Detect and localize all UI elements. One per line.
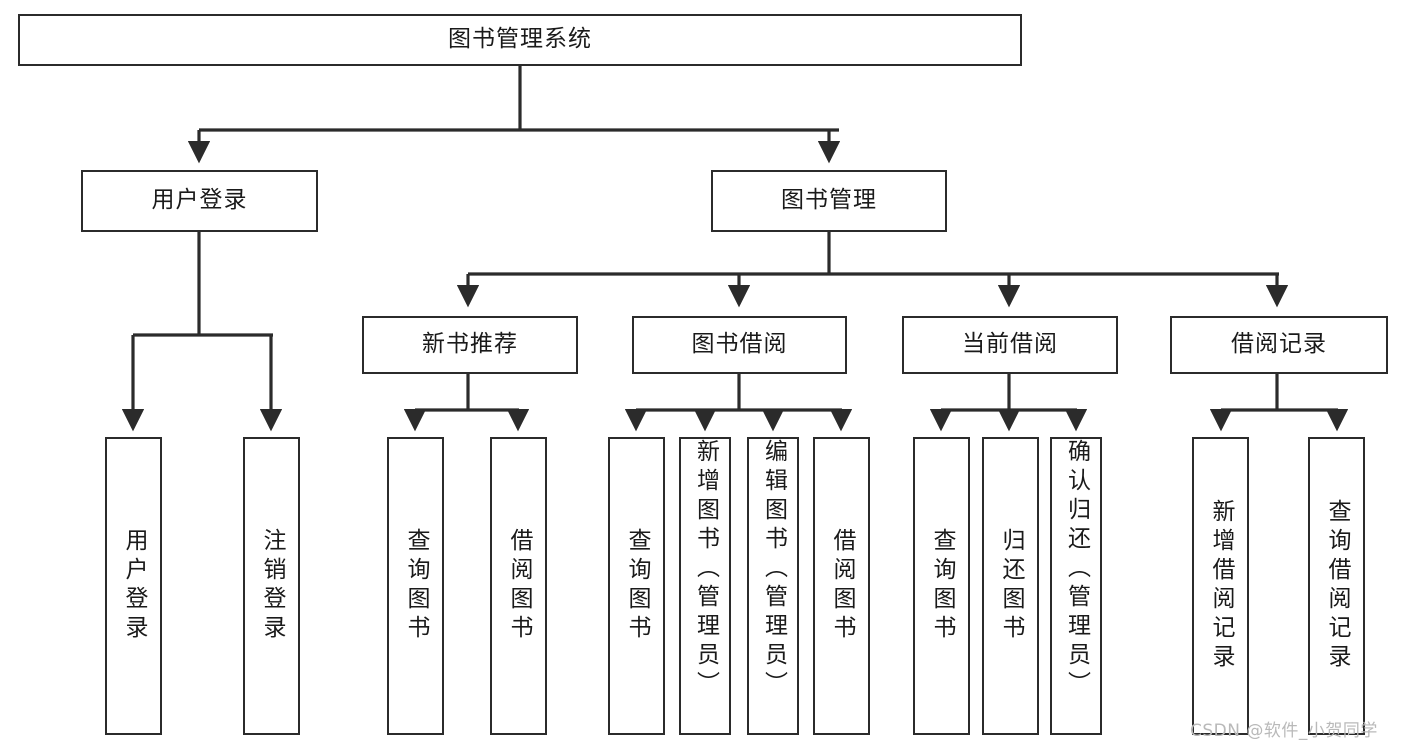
node-leaf-add-book-admin[interactable]: 新增图书（管理员） bbox=[679, 437, 731, 735]
node-root[interactable]: 图书管理系统 bbox=[18, 14, 1022, 66]
node-leaf-add-borrow-record[interactable]: 新增借阅记录 bbox=[1192, 437, 1249, 735]
node-leaf-borrow-book-label: 借阅图书 bbox=[829, 528, 855, 644]
node-borrow-record[interactable]: 借阅记录 bbox=[1170, 316, 1388, 374]
node-leaf-user-login[interactable]: 用户登录 bbox=[105, 437, 162, 735]
csdn-watermark: CSDN @软件_小贺同学 bbox=[1190, 721, 1378, 741]
node-leaf-query-borrow-record[interactable]: 查询借阅记录 bbox=[1308, 437, 1365, 735]
node-leaf-logout[interactable]: 注销登录 bbox=[243, 437, 300, 735]
node-leaf-confirm-return-admin[interactable]: 确认归还（管理员） bbox=[1050, 437, 1102, 735]
node-book-borrow-label: 图书借阅 bbox=[691, 331, 788, 358]
node-user-login-label: 用户登录 bbox=[151, 187, 248, 214]
node-borrow-record-label: 借阅记录 bbox=[1231, 331, 1327, 358]
node-current-borrow[interactable]: 当前借阅 bbox=[902, 316, 1118, 374]
node-leaf-add-book-admin-label: 新增图书（管理员） bbox=[692, 439, 719, 700]
node-leaf-borrow-book-rec-label: 借阅图书 bbox=[506, 528, 532, 644]
node-user-login[interactable]: 用户登录 bbox=[81, 170, 318, 232]
node-leaf-return-book-label: 归还图书 bbox=[998, 528, 1024, 644]
node-leaf-add-borrow-record-label: 新增借阅记录 bbox=[1208, 499, 1234, 673]
node-leaf-edit-book-admin-label: 编辑图书（管理员） bbox=[760, 439, 787, 700]
node-leaf-return-book[interactable]: 归还图书 bbox=[982, 437, 1039, 735]
node-leaf-query-book-borrow-label: 查询图书 bbox=[624, 528, 650, 644]
node-new-book-recommend[interactable]: 新书推荐 bbox=[362, 316, 578, 374]
node-leaf-user-login-label: 用户登录 bbox=[121, 528, 147, 644]
node-leaf-edit-book-admin[interactable]: 编辑图书（管理员） bbox=[747, 437, 799, 735]
node-leaf-query-book-rec[interactable]: 查询图书 bbox=[387, 437, 444, 735]
node-new-book-recommend-label: 新书推荐 bbox=[422, 331, 518, 358]
node-leaf-borrow-book-rec[interactable]: 借阅图书 bbox=[490, 437, 547, 735]
node-leaf-query-book-borrow[interactable]: 查询图书 bbox=[608, 437, 665, 735]
node-leaf-query-book-rec-label: 查询图书 bbox=[403, 528, 429, 644]
node-leaf-query-book-current[interactable]: 查询图书 bbox=[913, 437, 970, 735]
node-leaf-query-borrow-record-label: 查询借阅记录 bbox=[1324, 499, 1350, 673]
node-leaf-logout-label: 注销登录 bbox=[259, 528, 285, 644]
node-book-management-label: 图书管理 bbox=[781, 187, 877, 214]
node-leaf-query-book-current-label: 查询图书 bbox=[929, 528, 955, 644]
node-current-borrow-label: 当前借阅 bbox=[962, 331, 1058, 358]
node-leaf-confirm-return-admin-label: 确认归还（管理员） bbox=[1063, 439, 1090, 700]
node-book-borrow[interactable]: 图书借阅 bbox=[632, 316, 847, 374]
node-leaf-borrow-book[interactable]: 借阅图书 bbox=[813, 437, 870, 735]
node-book-management[interactable]: 图书管理 bbox=[711, 170, 947, 232]
node-root-label: 图书管理系统 bbox=[448, 26, 592, 53]
